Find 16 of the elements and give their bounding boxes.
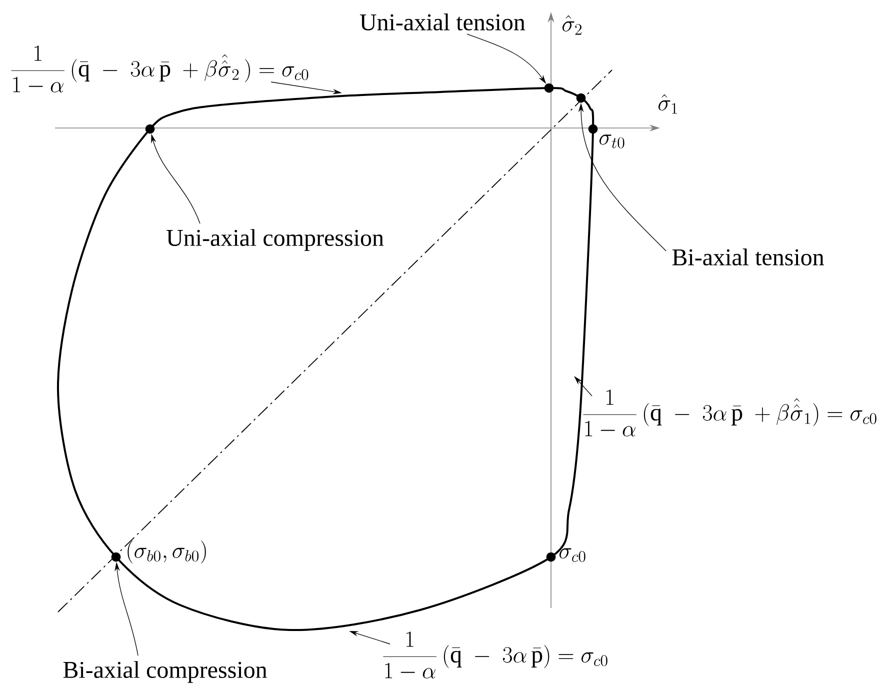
axis-label: $\hat{\sigma}_1$ [658,94,677,114]
formula-label: $\frac{1}{1-\alpha}\,(\bar{\mathrm{q}}\ -\ 3\alpha\,\bar{\mathrm{p}}) = \sigma_{c0}$ [383,632,608,678]
point-marker [544,83,554,93]
axis-label: $\hat{\sigma}_2$ [562,15,582,35]
point-label: $(\sigma_{b0},\sigma_{b0})$ [128,540,206,564]
formula-label: $\frac{1}{1-\alpha}\,(\bar{\mathrm{q}}\ -\ 3\alpha\,\bar{\mathrm{p}}\ +\beta\hat{\hat{\sigma}}_2\,) = \sigma_{c0}$ [11,46,308,92]
point-marker [145,124,155,134]
text-label: Uni-axial compression [166,229,384,251]
text-label: Bi-axial tension [672,248,824,266]
point-marker [546,552,556,562]
text-label: Uni-axial tension [360,14,526,30]
point-marker [588,124,598,134]
text-label: Bi-axial compression [63,661,267,683]
point-label: $\sigma_{c0}$ [559,548,586,562]
formula-label: $\frac{1}{1-\alpha}\,(\bar{\mathrm{q}}\ -\ 3\alpha\,\bar{\mathrm{p}}\ +\beta\hat{\hat{\sigma}}_1) = \sigma_{c0}$ [583,390,876,436]
point-label: $\sigma_{t0}$ [599,134,624,148]
